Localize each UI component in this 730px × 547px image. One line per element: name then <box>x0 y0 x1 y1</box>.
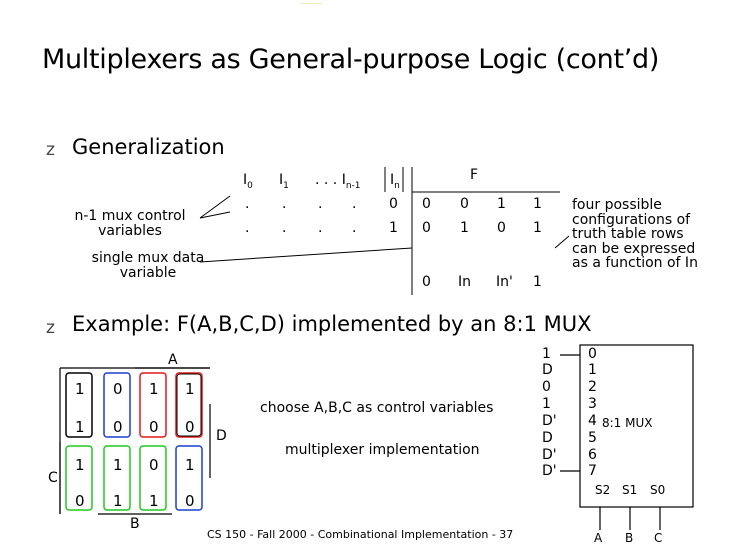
header-in-1: . . . In-1 <box>315 172 361 191</box>
summary-value: In <box>458 274 472 290</box>
kmap-cell: 0 <box>185 418 195 436</box>
row1-f: 1 <box>533 220 542 236</box>
row1-f: 1 <box>460 220 469 236</box>
dot: . <box>245 196 250 212</box>
label-mux-control: n-1 mux control variables <box>74 208 186 239</box>
kmap-label-a: A <box>168 352 178 368</box>
dot: . <box>318 220 323 236</box>
mux-input-index: 1 <box>588 362 597 378</box>
kmap-cell: 0 <box>149 456 159 474</box>
summary-value: 1 <box>533 274 542 290</box>
header-i0: I0 <box>243 172 253 191</box>
mux-select-label: S0 <box>650 483 666 497</box>
row1-f: 0 <box>497 220 506 236</box>
footer: CS 150 - Fall 2000 - Combinational Imple… <box>207 528 514 541</box>
kmap-cell: 0 <box>113 380 123 398</box>
mux-input-value: D' <box>542 447 557 463</box>
mux-input-value: D' <box>542 463 557 479</box>
kmap-cell: 0 <box>185 492 195 510</box>
kmap-cell: 1 <box>149 380 159 398</box>
mux-input-value: 1 <box>542 346 551 362</box>
kmap-cell: 1 <box>75 418 85 436</box>
mux-select-label: S1 <box>622 483 638 497</box>
kmap-cell: 1 <box>113 492 123 510</box>
bullet-icon: z <box>46 140 55 160</box>
bullet-generalization: Generalization <box>72 135 225 159</box>
dot: . <box>352 196 357 212</box>
kmap-cell: 0 <box>149 418 159 436</box>
note-configurations: four possible configurations of truth ta… <box>572 197 698 271</box>
kmap-label-b: B <box>130 516 140 532</box>
mux-input-index: 3 <box>588 396 597 412</box>
kmap-cell: 0 <box>113 418 123 436</box>
mux-select-var-c: C <box>654 531 663 545</box>
kmap-cell: 1 <box>149 492 159 510</box>
kmap-cell: 1 <box>185 380 195 398</box>
mux-impl-text: multiplexer implementation <box>285 442 480 458</box>
header-i1: I1 <box>279 172 289 191</box>
kmap-cell: 1 <box>185 456 195 474</box>
mux-input-index: 7 <box>588 463 597 479</box>
bullet-icon: z <box>46 318 55 338</box>
mux-input-index: 4 <box>588 413 597 429</box>
mux-select-var-b: B <box>625 531 634 545</box>
kmap-label-c: C <box>48 470 58 486</box>
mux-select-label: S2 <box>595 483 611 497</box>
label-mux-data: single mux data variable <box>91 250 205 281</box>
dot: . <box>245 220 250 236</box>
mux-input-value: 1 <box>542 396 551 412</box>
row1-f: 0 <box>422 220 431 236</box>
kmap-label-d: D <box>216 428 227 444</box>
header-f: F <box>470 167 479 183</box>
dot: . <box>282 196 287 212</box>
mux-select-var-a: A <box>594 531 603 545</box>
mux-input-index: 6 <box>588 447 597 463</box>
slide-title: Multiplexers as General-purpose Logic (c… <box>42 44 660 75</box>
mux-label: 8:1 MUX <box>602 416 653 430</box>
summary-value: 0 <box>422 274 431 290</box>
mux-input-value: 0 <box>542 379 551 395</box>
kmap-cell: 1 <box>113 456 123 474</box>
row0-f: 0 <box>422 196 431 212</box>
mux-input-index: 2 <box>588 379 597 395</box>
kmap-cell: 0 <box>75 492 85 510</box>
bullet-example: Example: F(A,B,C,D) implemented by an 8:… <box>72 312 592 336</box>
choose-control-text: choose A,B,C as control variables <box>260 400 494 416</box>
mux-input-index: 0 <box>588 346 597 362</box>
dot: . <box>352 220 357 236</box>
row0-f: 0 <box>460 196 469 212</box>
mux-input-value: D' <box>542 413 557 429</box>
mux-input-value: D <box>542 362 553 378</box>
dot: . <box>318 196 323 212</box>
row0-f: 1 <box>497 196 506 212</box>
kmap-cell: 1 <box>75 456 85 474</box>
mux-input-index: 5 <box>588 430 597 446</box>
row0-f: 1 <box>533 196 542 212</box>
mux-input-value: D <box>542 430 553 446</box>
title-highlight-stroke <box>299 2 323 4</box>
kmap-cell: 1 <box>75 380 85 398</box>
dot: . <box>282 220 287 236</box>
summary-value: In' <box>496 274 513 290</box>
row0-in: 0 <box>389 196 398 212</box>
row1-in: 1 <box>389 220 398 236</box>
header-in: In <box>390 172 400 191</box>
